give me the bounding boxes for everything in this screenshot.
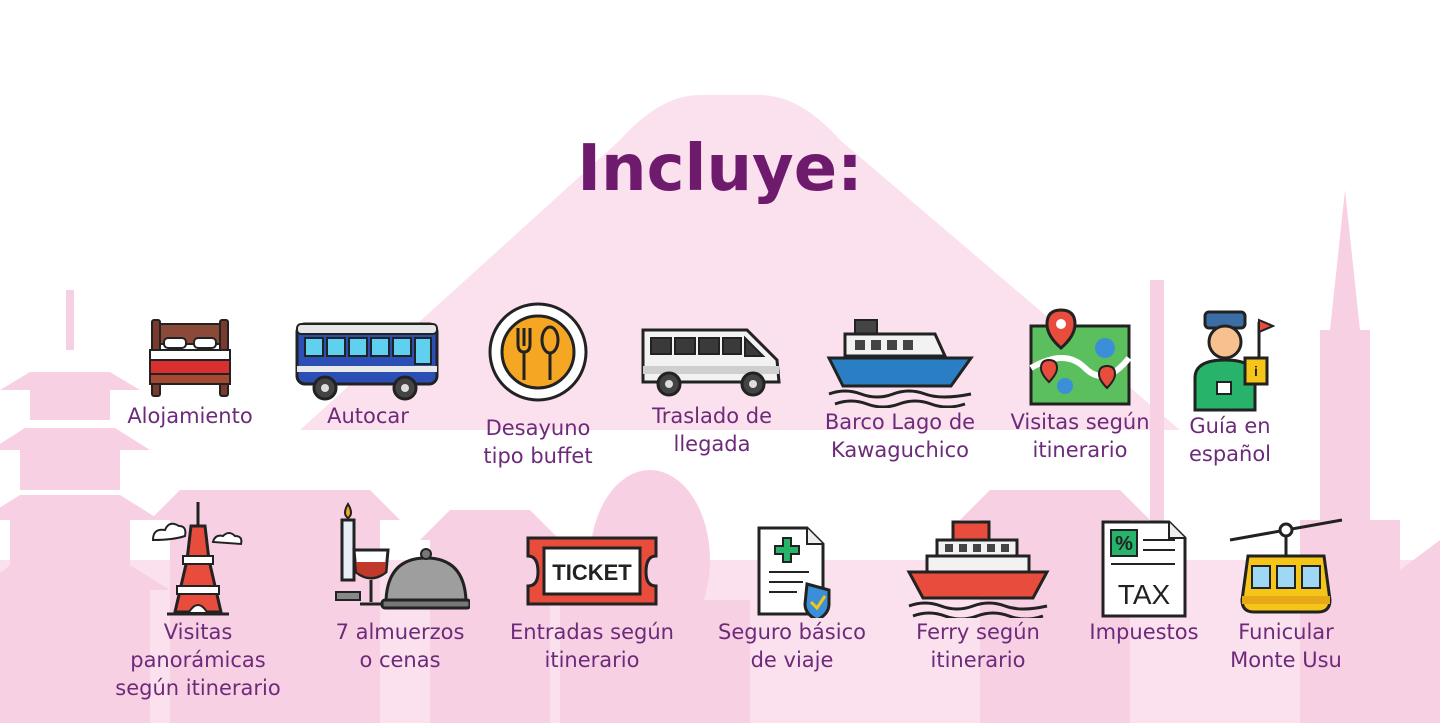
feature-autocar: Autocar: [268, 312, 468, 430]
svg-text:i: i: [1254, 363, 1258, 379]
feature-label: Seguro básico de viaje: [718, 620, 866, 672]
feature-entradas: TICKET Entradas según itinerario: [492, 500, 692, 674]
tokyo-tower-icon: [151, 502, 243, 616]
feature-almuerzos: 7 almuerzos o cenas: [300, 500, 500, 674]
percent-text: %: [1115, 533, 1133, 555]
ticket-text: TICKET: [552, 560, 632, 585]
feature-label: Ferry según itinerario: [916, 620, 1040, 672]
feature-label: Impuestos: [1089, 620, 1199, 644]
plate-cutlery-icon: [488, 302, 588, 402]
feature-impuestos: % TAX Impuestos: [1044, 500, 1244, 646]
feature-alojamiento: Alojamiento: [90, 312, 290, 430]
bus-icon: [295, 322, 439, 401]
dinner-cloche-icon: [335, 502, 470, 610]
tax-text: TAX: [1118, 579, 1171, 610]
feature-barco: Barco Lago de Kawaguchico: [800, 312, 1000, 464]
feature-label: Traslado de llegada: [652, 404, 772, 456]
feature-label: Visitas según itinerario: [1010, 410, 1150, 462]
feature-label: Alojamiento: [127, 404, 253, 428]
bed-icon: [149, 319, 231, 397]
feature-visitas: Visitas según itinerario: [980, 308, 1180, 464]
insurance-document-icon: [757, 526, 831, 618]
feature-label: Entradas según itinerario: [510, 620, 674, 672]
page-title: Incluye:: [577, 132, 863, 206]
tour-guide-icon: i: [1193, 310, 1275, 412]
feature-traslado: Traslado de llegada: [612, 312, 812, 458]
feature-label: Guía en español: [1188, 414, 1272, 466]
map-pins-icon: [1029, 308, 1132, 406]
ferry-icon: [906, 520, 1050, 618]
feature-ferry: Ferry según itinerario: [878, 500, 1078, 674]
feature-label: Barco Lago de Kawaguchico: [824, 410, 976, 462]
feature-panoramicas: Visitas panorámicas según itinerario: [98, 500, 298, 702]
feature-funicular: Funicular Monte Usu: [1186, 500, 1386, 674]
feature-label: Autocar: [327, 404, 409, 428]
feature-seguro: Seguro básico de viaje: [692, 500, 892, 674]
feature-label: 7 almuerzos o cenas: [335, 620, 465, 672]
boat-icon: [826, 319, 974, 408]
feature-desayuno: Desayuno tipo buffet: [438, 300, 638, 470]
cable-car-icon: [1229, 518, 1343, 614]
van-icon: [641, 328, 781, 397]
feature-label: Funicular Monte Usu: [1230, 620, 1342, 672]
feature-label: Visitas panorámicas según itinerario: [115, 620, 281, 700]
feature-label: Desayuno tipo buffet: [483, 416, 593, 468]
feature-guia: i Guía en español: [1130, 308, 1330, 468]
ticket-icon: TICKET: [526, 536, 658, 606]
tax-document-icon: % TAX: [1101, 520, 1187, 618]
